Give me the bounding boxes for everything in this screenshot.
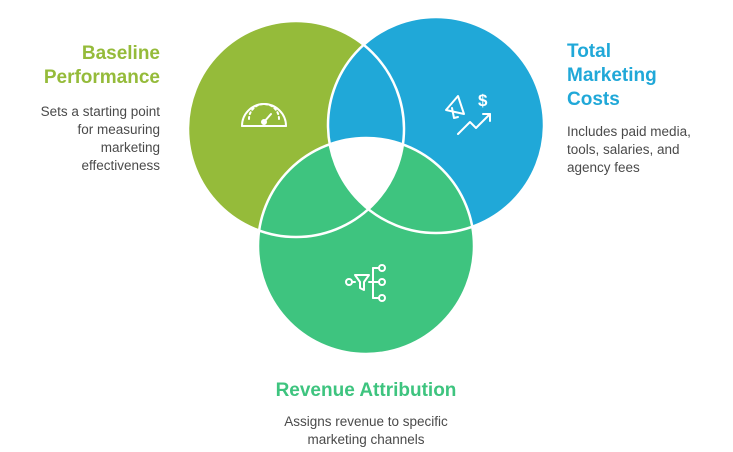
baseline-description: Sets a starting point for measuring mark… <box>40 104 160 173</box>
svg-text:$: $ <box>478 91 488 110</box>
revenue-title: Revenue Attribution <box>275 380 457 401</box>
costs-title: Total Marketing Costs <box>567 41 657 110</box>
revenue-circle <box>258 138 474 354</box>
revenue-description: Assigns revenue to specific marketing ch… <box>284 414 448 447</box>
baseline-title: Baseline Performance <box>43 43 160 88</box>
megaphone-dollar-growth-icon: $ <box>445 91 491 135</box>
funnel-network-icon <box>345 264 386 302</box>
speedometer-icon <box>241 103 287 127</box>
costs-description: Includes paid media, tools, salaries, an… <box>567 124 691 175</box>
